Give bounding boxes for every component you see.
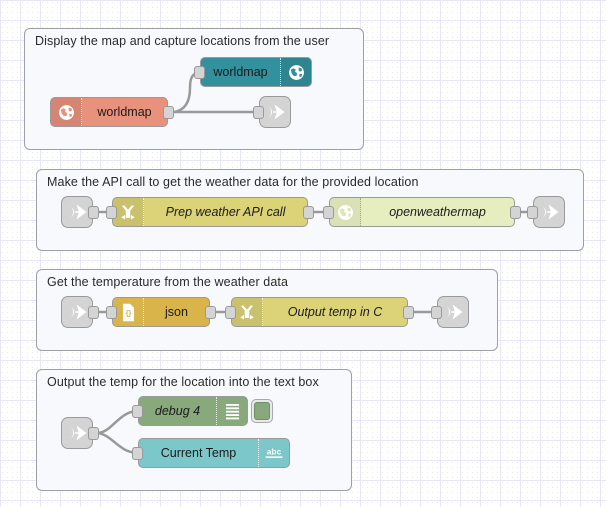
node-current-temp[interactable]: Current Temp abc	[132, 438, 290, 468]
node-label: Prep weather API call	[165, 205, 286, 219]
node-output-port[interactable]	[205, 306, 216, 319]
globe-icon	[51, 98, 82, 126]
group-label: Output the temp for the location into th…	[47, 375, 319, 389]
link-in-node-output[interactable]	[61, 417, 99, 449]
group-label: Make the API call to get the weather dat…	[47, 175, 419, 189]
link-out-node-api[interactable]	[527, 196, 565, 228]
node-input-port[interactable]	[106, 306, 117, 319]
switch-arrows-icon	[232, 298, 263, 326]
node-input-port[interactable]	[106, 206, 117, 219]
link-in-node-temp[interactable]	[61, 296, 99, 328]
svg-text:{}: {}	[125, 309, 131, 317]
node-label: json	[165, 305, 188, 319]
group-label: Display the map and capture locations fr…	[35, 34, 330, 48]
node-input-port[interactable]	[225, 306, 236, 319]
node-output-port[interactable]	[163, 106, 174, 119]
node-output-temp[interactable]: Output temp in C	[225, 297, 414, 327]
node-output-port[interactable]	[303, 206, 314, 219]
node-prep-weather[interactable]: Prep weather API call	[106, 197, 314, 227]
node-worldmap-in[interactable]: worldmap	[194, 57, 312, 87]
link-in-arrow-icon	[69, 304, 87, 320]
globe-icon	[330, 198, 361, 226]
node-output-port[interactable]	[403, 306, 414, 319]
link-node-output-port[interactable]	[88, 306, 99, 319]
link-out-node-map[interactable]	[253, 96, 291, 128]
link-node-input-port[interactable]	[527, 206, 538, 219]
node-label: openweathermap	[389, 205, 486, 219]
link-node-input-port[interactable]	[431, 306, 442, 319]
node-debug-4[interactable]: debug 4	[132, 396, 248, 426]
link-out-node-temp[interactable]	[431, 296, 469, 328]
node-input-port[interactable]	[194, 66, 205, 79]
link-out-arrow-icon	[445, 304, 463, 320]
link-node-input-port[interactable]	[253, 106, 264, 119]
globe-icon	[280, 58, 311, 86]
group-map[interactable]: Display the map and capture locations fr…	[24, 28, 364, 150]
abc-text-icon: abc	[258, 439, 289, 467]
node-label: Current Temp	[160, 446, 237, 460]
node-output-port[interactable]	[510, 206, 521, 219]
debug-lines-icon	[216, 397, 247, 425]
link-in-node-api[interactable]	[61, 196, 99, 228]
node-label: worldmap	[213, 65, 268, 79]
link-node-output-port[interactable]	[88, 427, 99, 440]
node-input-port[interactable]	[132, 447, 143, 460]
svg-text:abc: abc	[267, 447, 282, 457]
node-label: Output temp in C	[287, 305, 383, 319]
debug-enable-toggle[interactable]	[251, 399, 273, 423]
debug-toggle-indicator	[254, 402, 270, 420]
link-node-output-port[interactable]	[88, 206, 99, 219]
group-output[interactable]: Output the temp for the location into th…	[36, 369, 352, 491]
link-in-arrow-icon	[69, 204, 87, 220]
node-input-port[interactable]	[323, 206, 334, 219]
node-label: debug 4	[154, 404, 201, 418]
switch-arrows-icon	[113, 198, 144, 226]
node-openweathermap[interactable]: openweathermap	[323, 197, 521, 227]
json-doc-icon: {}	[113, 298, 144, 326]
link-in-arrow-icon	[69, 425, 87, 441]
node-worldmap-out[interactable]: worldmap	[50, 97, 174, 127]
link-out-arrow-icon	[541, 204, 559, 220]
node-json[interactable]: {} json	[106, 297, 216, 327]
group-label: Get the temperature from the weather dat…	[47, 275, 289, 289]
node-input-port[interactable]	[132, 405, 143, 418]
node-label: worldmap	[97, 105, 152, 119]
link-out-arrow-icon	[267, 104, 285, 120]
